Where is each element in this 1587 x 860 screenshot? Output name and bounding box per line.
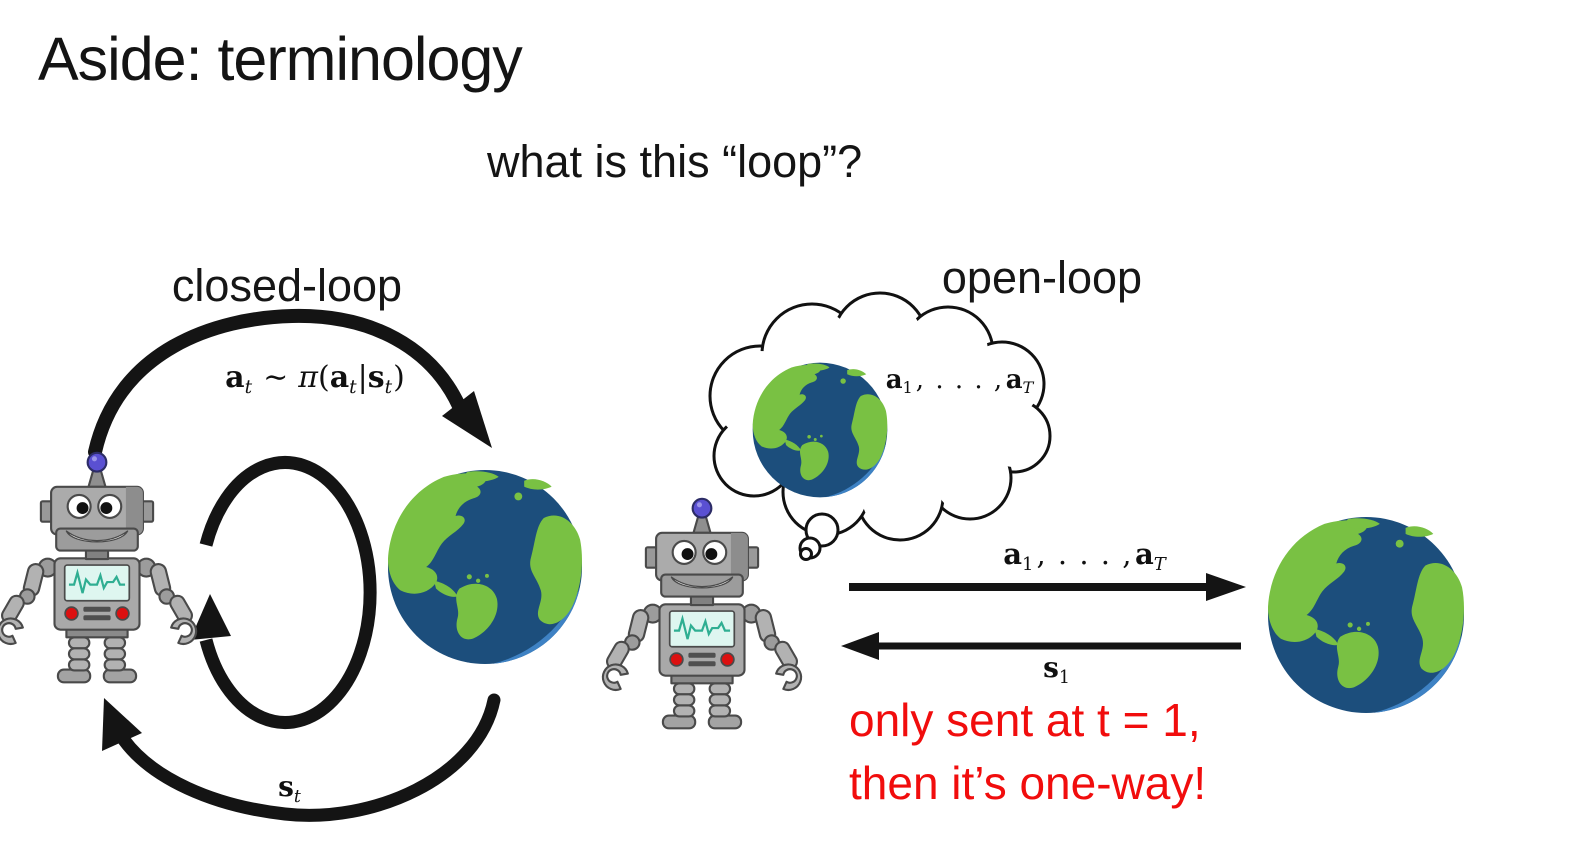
closed-loop-top-arrow <box>88 308 492 459</box>
closed-loop-label: closed-loop <box>171 260 403 311</box>
one-way-note-line1: only sent at t = 1, <box>849 694 1201 746</box>
earth-icon-right <box>1267 516 1465 714</box>
cycle-arrow <box>190 456 377 729</box>
action-arrow <box>849 573 1246 601</box>
subtitle-question: what is this “loop”? <box>487 136 863 187</box>
closed-loop-bottom-arrow <box>102 693 501 822</box>
open-loop-label: open-loop <box>941 252 1143 303</box>
robot-icon-left <box>0 453 200 682</box>
one-way-note: only sent at t = 1, then it’s one-way! <box>849 689 1206 815</box>
page-title: Aside: terminology <box>38 25 523 93</box>
one-way-note-line2: then it’s one-way! <box>849 757 1207 809</box>
earth-icon-left <box>387 469 583 665</box>
earth-icon-thought <box>752 362 888 498</box>
thought-bubble-tail <box>798 512 840 561</box>
robot-icon-right <box>599 499 806 728</box>
state-arrow <box>841 632 1241 660</box>
